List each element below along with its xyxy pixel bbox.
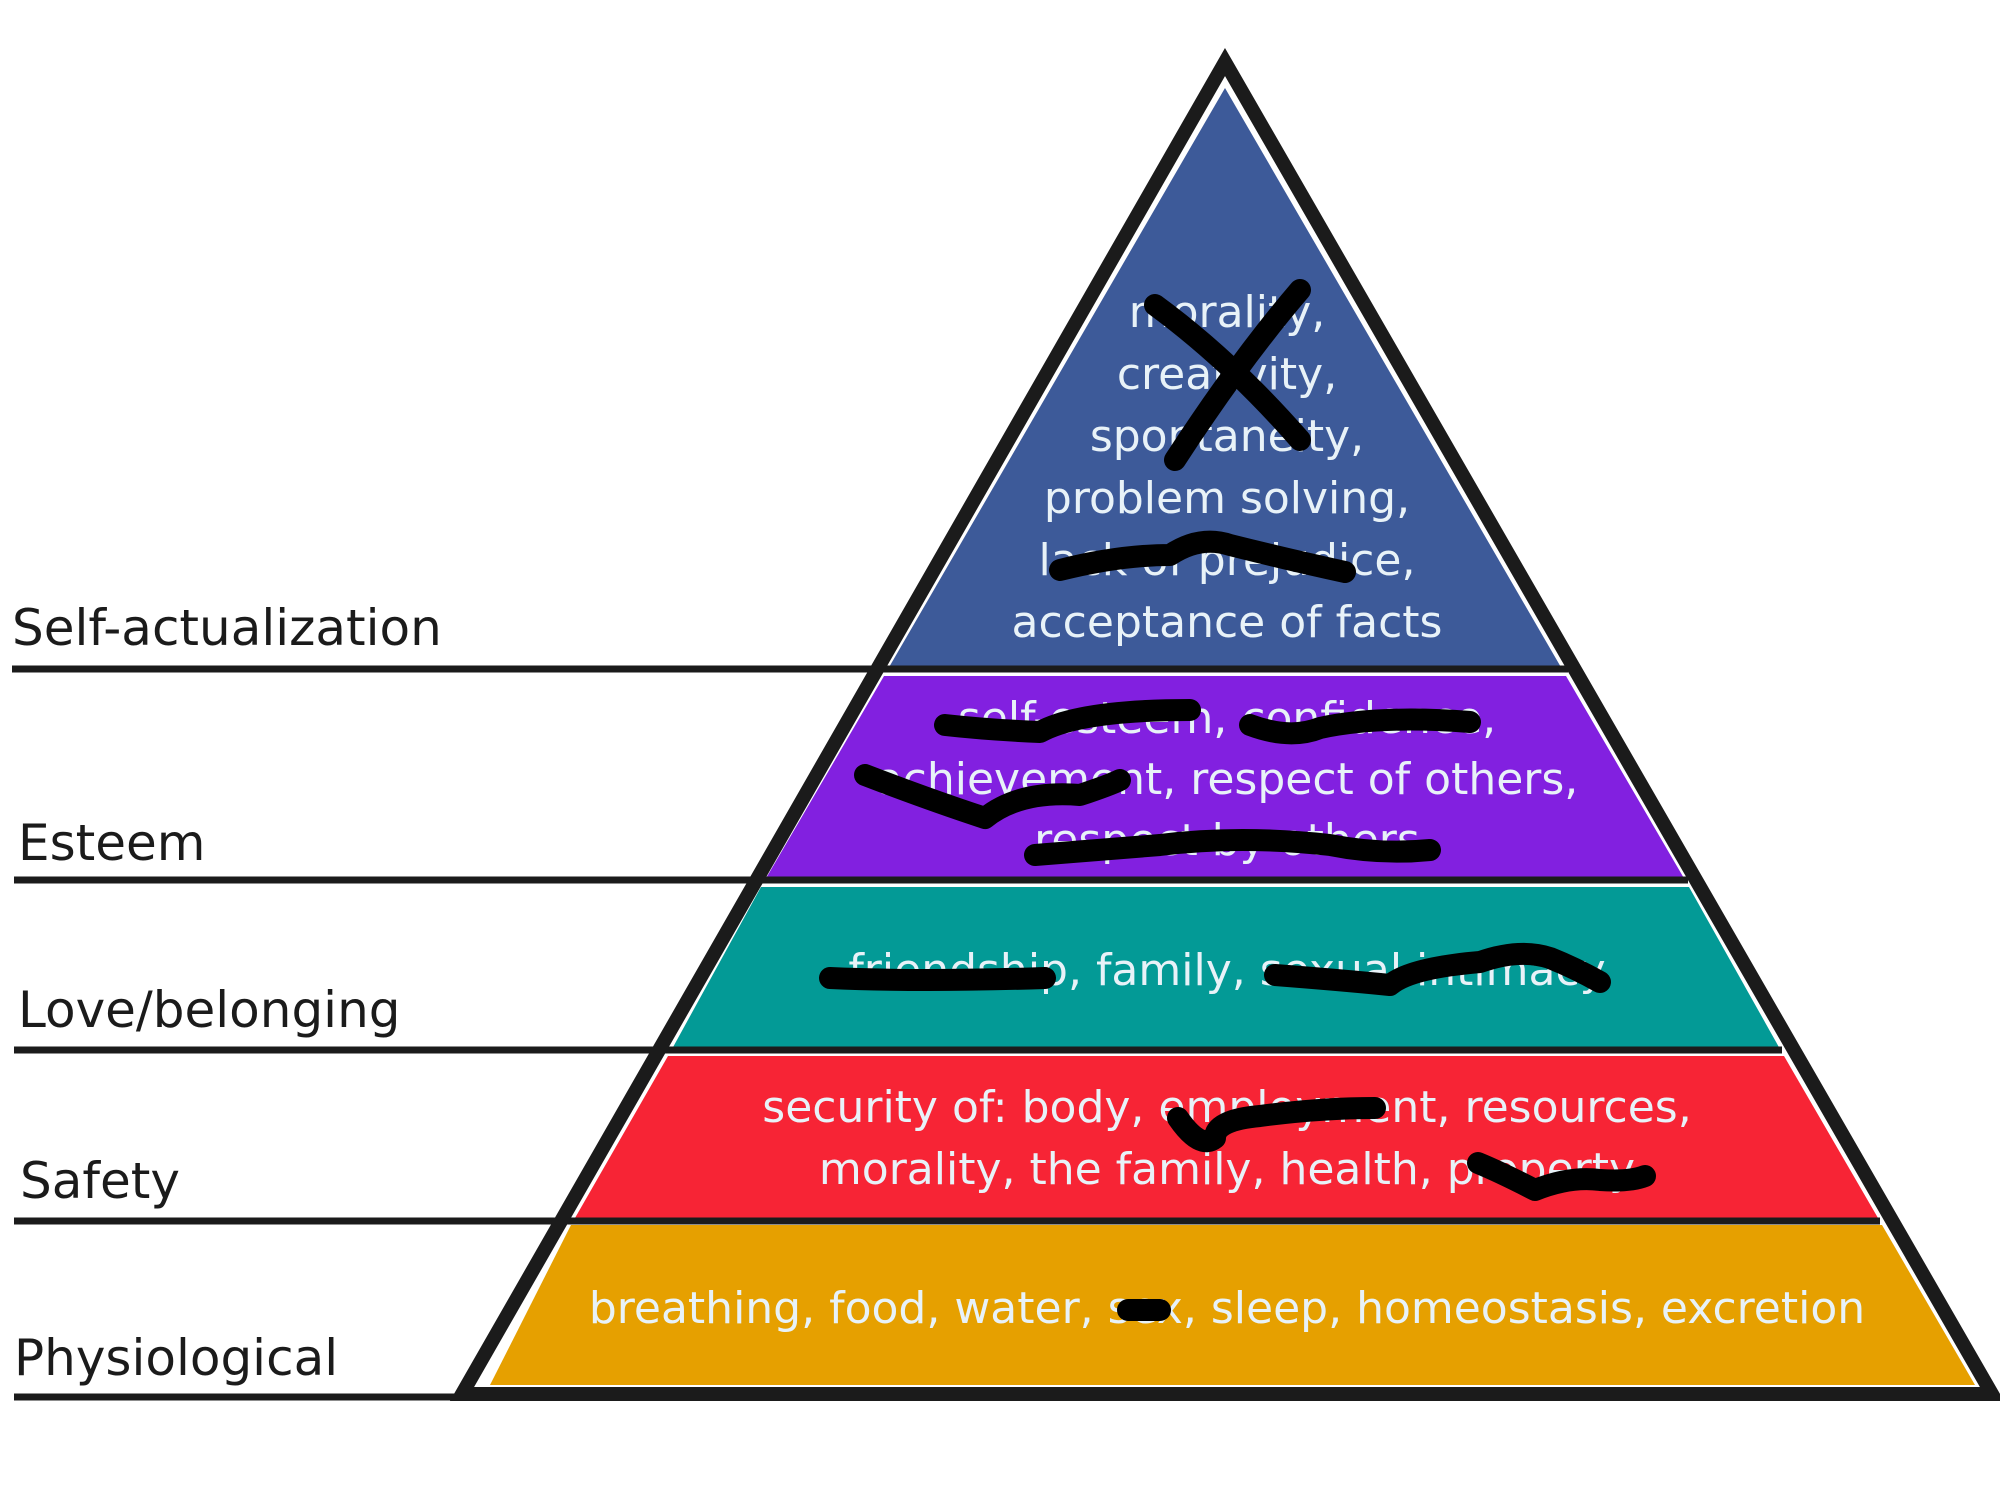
band-love-belonging xyxy=(672,887,1780,1049)
self-actualization-line: problem solving, xyxy=(1044,473,1410,524)
cross-out-x-mark xyxy=(1164,279,1311,471)
band-physiological xyxy=(490,1225,1975,1385)
level-label-physiological: Physiological xyxy=(14,1329,338,1387)
strike-mark xyxy=(1467,1152,1656,1201)
level-label-self-actualization: Self-actualization xyxy=(12,599,442,657)
strike-mark xyxy=(1167,1097,1386,1153)
strike-mark xyxy=(1024,829,1441,866)
strike-mark xyxy=(1049,530,1356,583)
strike-mark xyxy=(1239,708,1481,745)
self-actualization-line: spontaneity, xyxy=(1090,411,1364,462)
level-label-love-belonging: Love/belonging xyxy=(18,981,401,1039)
level-label-esteem: Esteem xyxy=(18,814,205,872)
self-actualization-line: acceptance of facts xyxy=(1012,597,1443,648)
pyramid-outline xyxy=(449,47,2000,1401)
redaction-marks xyxy=(819,279,1656,1321)
strike-mark xyxy=(819,967,1056,991)
level-label-safety: Safety xyxy=(20,1152,180,1210)
strike-mark xyxy=(854,764,1131,829)
strike-mark xyxy=(934,699,1201,743)
strike-mark xyxy=(1264,942,1611,996)
esteem-line: achievement, respect of others, xyxy=(876,754,1579,805)
physiological-line: breathing, food, water, sex, sleep, home… xyxy=(589,1283,1865,1334)
